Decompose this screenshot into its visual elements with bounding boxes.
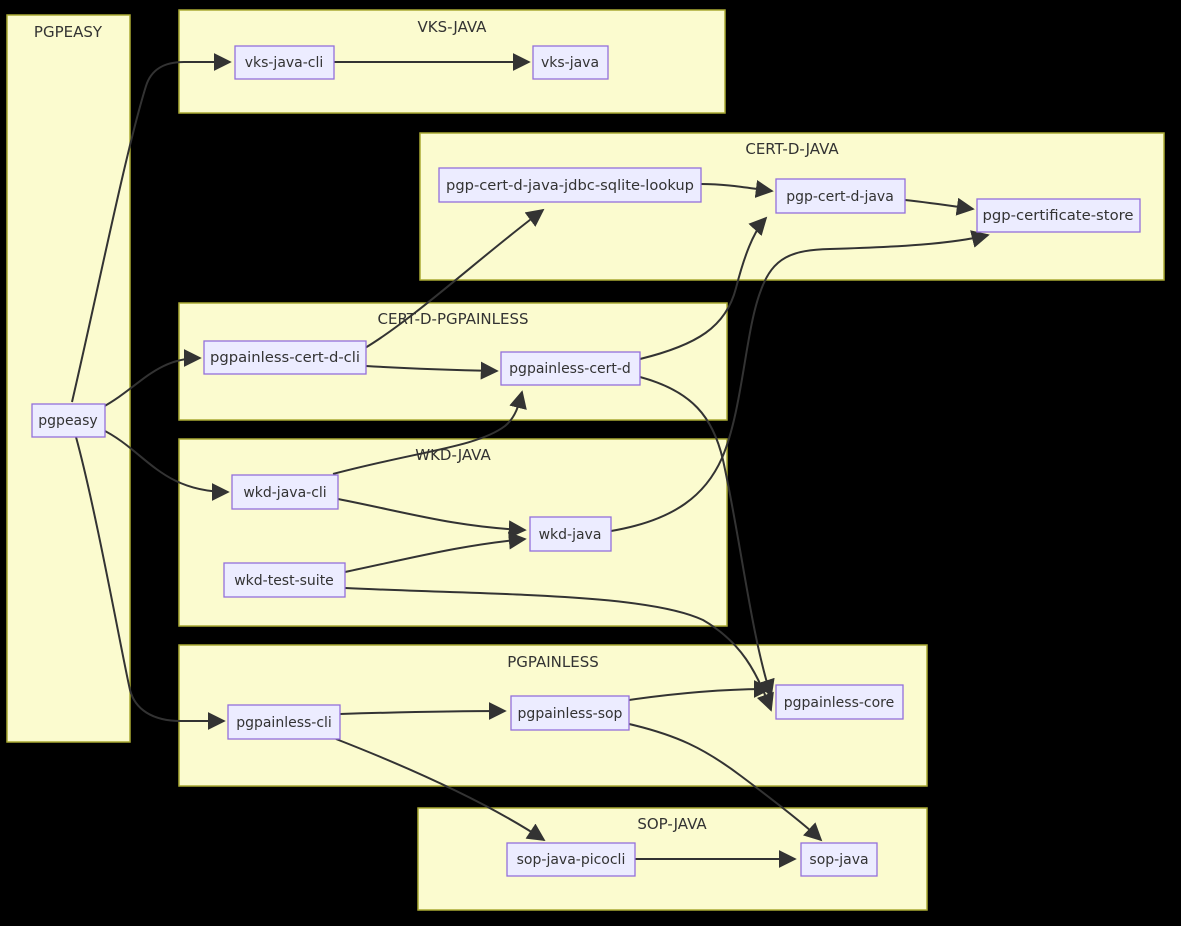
edge-pgpainless-sop-to-sop-java	[628, 723, 823, 842]
node-sop-java-picocli: sop-java-picocli	[506, 842, 636, 877]
node-sop-java: sop-java	[800, 842, 878, 877]
cluster-wkd-java-box	[178, 438, 728, 627]
node-vks-java-box	[532, 45, 609, 80]
cluster-vks-java-title: VKS-JAVA	[418, 18, 488, 36]
edge-pgpainless-cert-d-to-pgp-cert-d-java	[639, 216, 768, 360]
node-pgp-cert-d-java-jdbc-sqlite-lookup-box	[438, 167, 702, 203]
edge-pgpainless-cert-d-cli-to-pgpainless-cert-d	[365, 361, 499, 380]
node-wkd-java-cli-box	[231, 474, 339, 510]
cluster-pgpeasy: PGPEASY	[6, 14, 131, 743]
node-vks-java: vks-java	[532, 45, 609, 80]
node-pgpainless-sop: pgpainless-sop	[510, 695, 630, 731]
cluster-sop-java-title: SOP-JAVA	[637, 815, 707, 833]
node-wkd-test-suite: wkd-test-suite	[223, 562, 346, 598]
edge-pgpeasy-to-vks-java-cli	[71, 53, 232, 403]
node-vks-java-label: vks-java	[541, 55, 599, 71]
edge-pgpeasy-to-wkd-java-cli	[100, 428, 230, 501]
node-pgpeasy-box	[31, 403, 106, 438]
node-pgp-certificate-store: pgp-certificate-store	[976, 198, 1141, 233]
node-vks-java-cli-label: vks-java-cli	[245, 55, 324, 71]
cluster-cert-d-java-title: CERT-D-JAVA	[745, 140, 839, 158]
edge-pgp-cert-d-java-to-pgp-certificate-store	[904, 197, 975, 216]
edge-pgpainless-cert-d-to-pgpainless-core	[639, 376, 775, 698]
node-vks-java-cli: vks-java-cli	[234, 45, 335, 80]
edge-wkd-java-cli-to-wkd-java	[337, 498, 527, 539]
node-pgp-cert-d-java-jdbc-sqlite-lookup-label: pgp-cert-d-java-jdbc-sqlite-lookup	[446, 178, 694, 194]
edge-pgpeasy-to-pgpainless-cert-d-cli	[100, 349, 202, 409]
node-wkd-java-label: wkd-java	[539, 527, 602, 543]
edge-pgpainless-sop-to-pgpainless-core	[628, 680, 772, 701]
node-wkd-test-suite-box	[223, 562, 346, 598]
edge-pgpainless-cli-to-pgpainless-sop	[339, 702, 507, 721]
node-pgp-certificate-store-box	[976, 198, 1141, 233]
node-pgpainless-sop-label: pgpainless-sop	[518, 706, 623, 722]
node-pgp-certificate-store-label: pgp-certificate-store	[983, 208, 1134, 224]
node-pgpeasy: pgpeasy	[31, 403, 106, 438]
node-sop-java-picocli-box	[506, 842, 636, 877]
node-pgpainless-core-label: pgpainless-core	[784, 695, 894, 711]
node-pgpainless-cert-d: pgpainless-cert-d	[500, 351, 641, 386]
edge-pgpainless-cli-to-sop-java-picocli	[335, 738, 546, 841]
edge-pgpainless-cert-d-cli-to-jdbc-sqlite-lookup	[364, 208, 545, 349]
edge-wkd-java-to-pgp-certificate-store	[610, 230, 990, 532]
node-pgpainless-core-box	[775, 684, 904, 720]
node-pgpainless-core: pgpainless-core	[775, 684, 904, 720]
node-sop-java-picocli-label: sop-java-picocli	[517, 852, 626, 868]
node-pgpainless-cert-d-cli-box	[203, 340, 367, 375]
edge-jdbc-sqlite-lookup-to-pgp-cert-d-java	[700, 180, 774, 198]
node-pgpainless-sop-box	[510, 695, 630, 731]
node-pgpainless-cert-d-label: pgpainless-cert-d	[509, 361, 631, 377]
node-wkd-java-box	[529, 516, 612, 552]
node-pgpainless-cert-d-cli-label: pgpainless-cert-d-cli	[210, 350, 360, 366]
node-pgpainless-cli-label: pgpainless-cli	[236, 715, 332, 731]
node-pgp-cert-d-java-label: pgp-cert-d-java	[786, 189, 894, 205]
node-vks-java-cli-box	[234, 45, 335, 80]
node-pgpainless-cert-d-box	[500, 351, 641, 386]
cluster-pgpeasy-box	[6, 14, 131, 743]
node-pgpainless-cli: pgpainless-cli	[227, 704, 341, 740]
cluster-wkd-java: WKD-JAVA	[178, 438, 728, 627]
cluster-pgpeasy-title: PGPEASY	[34, 23, 103, 41]
node-pgp-cert-d-java-box	[775, 178, 906, 214]
node-pgpainless-cert-d-cli: pgpainless-cert-d-cli	[203, 340, 367, 375]
cluster-pgpainless-title: PGPAINLESS	[507, 653, 599, 671]
node-wkd-java-cli: wkd-java-cli	[231, 474, 339, 510]
node-pgp-cert-d-java: pgp-cert-d-java	[775, 178, 906, 214]
edge-wkd-java-cli-to-pgpainless-cert-d	[332, 390, 527, 475]
edge-pgpeasy-to-pgpainless-cli	[75, 436, 226, 730]
cluster-cert-d-pgpainless-title: CERT-D-PGPAINLESS	[378, 310, 529, 328]
node-sop-java-label: sop-java	[809, 852, 868, 868]
cluster-wkd-java-title: WKD-JAVA	[415, 446, 491, 464]
node-wkd-java: wkd-java	[529, 516, 612, 552]
edge-wkd-test-suite-to-wkd-java	[344, 531, 527, 573]
edges	[71, 53, 990, 868]
node-pgpeasy-label: pgpeasy	[38, 413, 97, 429]
edge-wkd-test-suite-to-pgpainless-core	[344, 587, 774, 712]
node-pgp-cert-d-java-jdbc-sqlite-lookup: pgp-cert-d-java-jdbc-sqlite-lookup	[438, 167, 702, 203]
node-wkd-test-suite-label: wkd-test-suite	[234, 573, 334, 589]
node-sop-java-box	[800, 842, 878, 877]
node-pgpainless-cli-box	[227, 704, 341, 740]
node-wkd-java-cli-label: wkd-java-cli	[243, 485, 326, 501]
